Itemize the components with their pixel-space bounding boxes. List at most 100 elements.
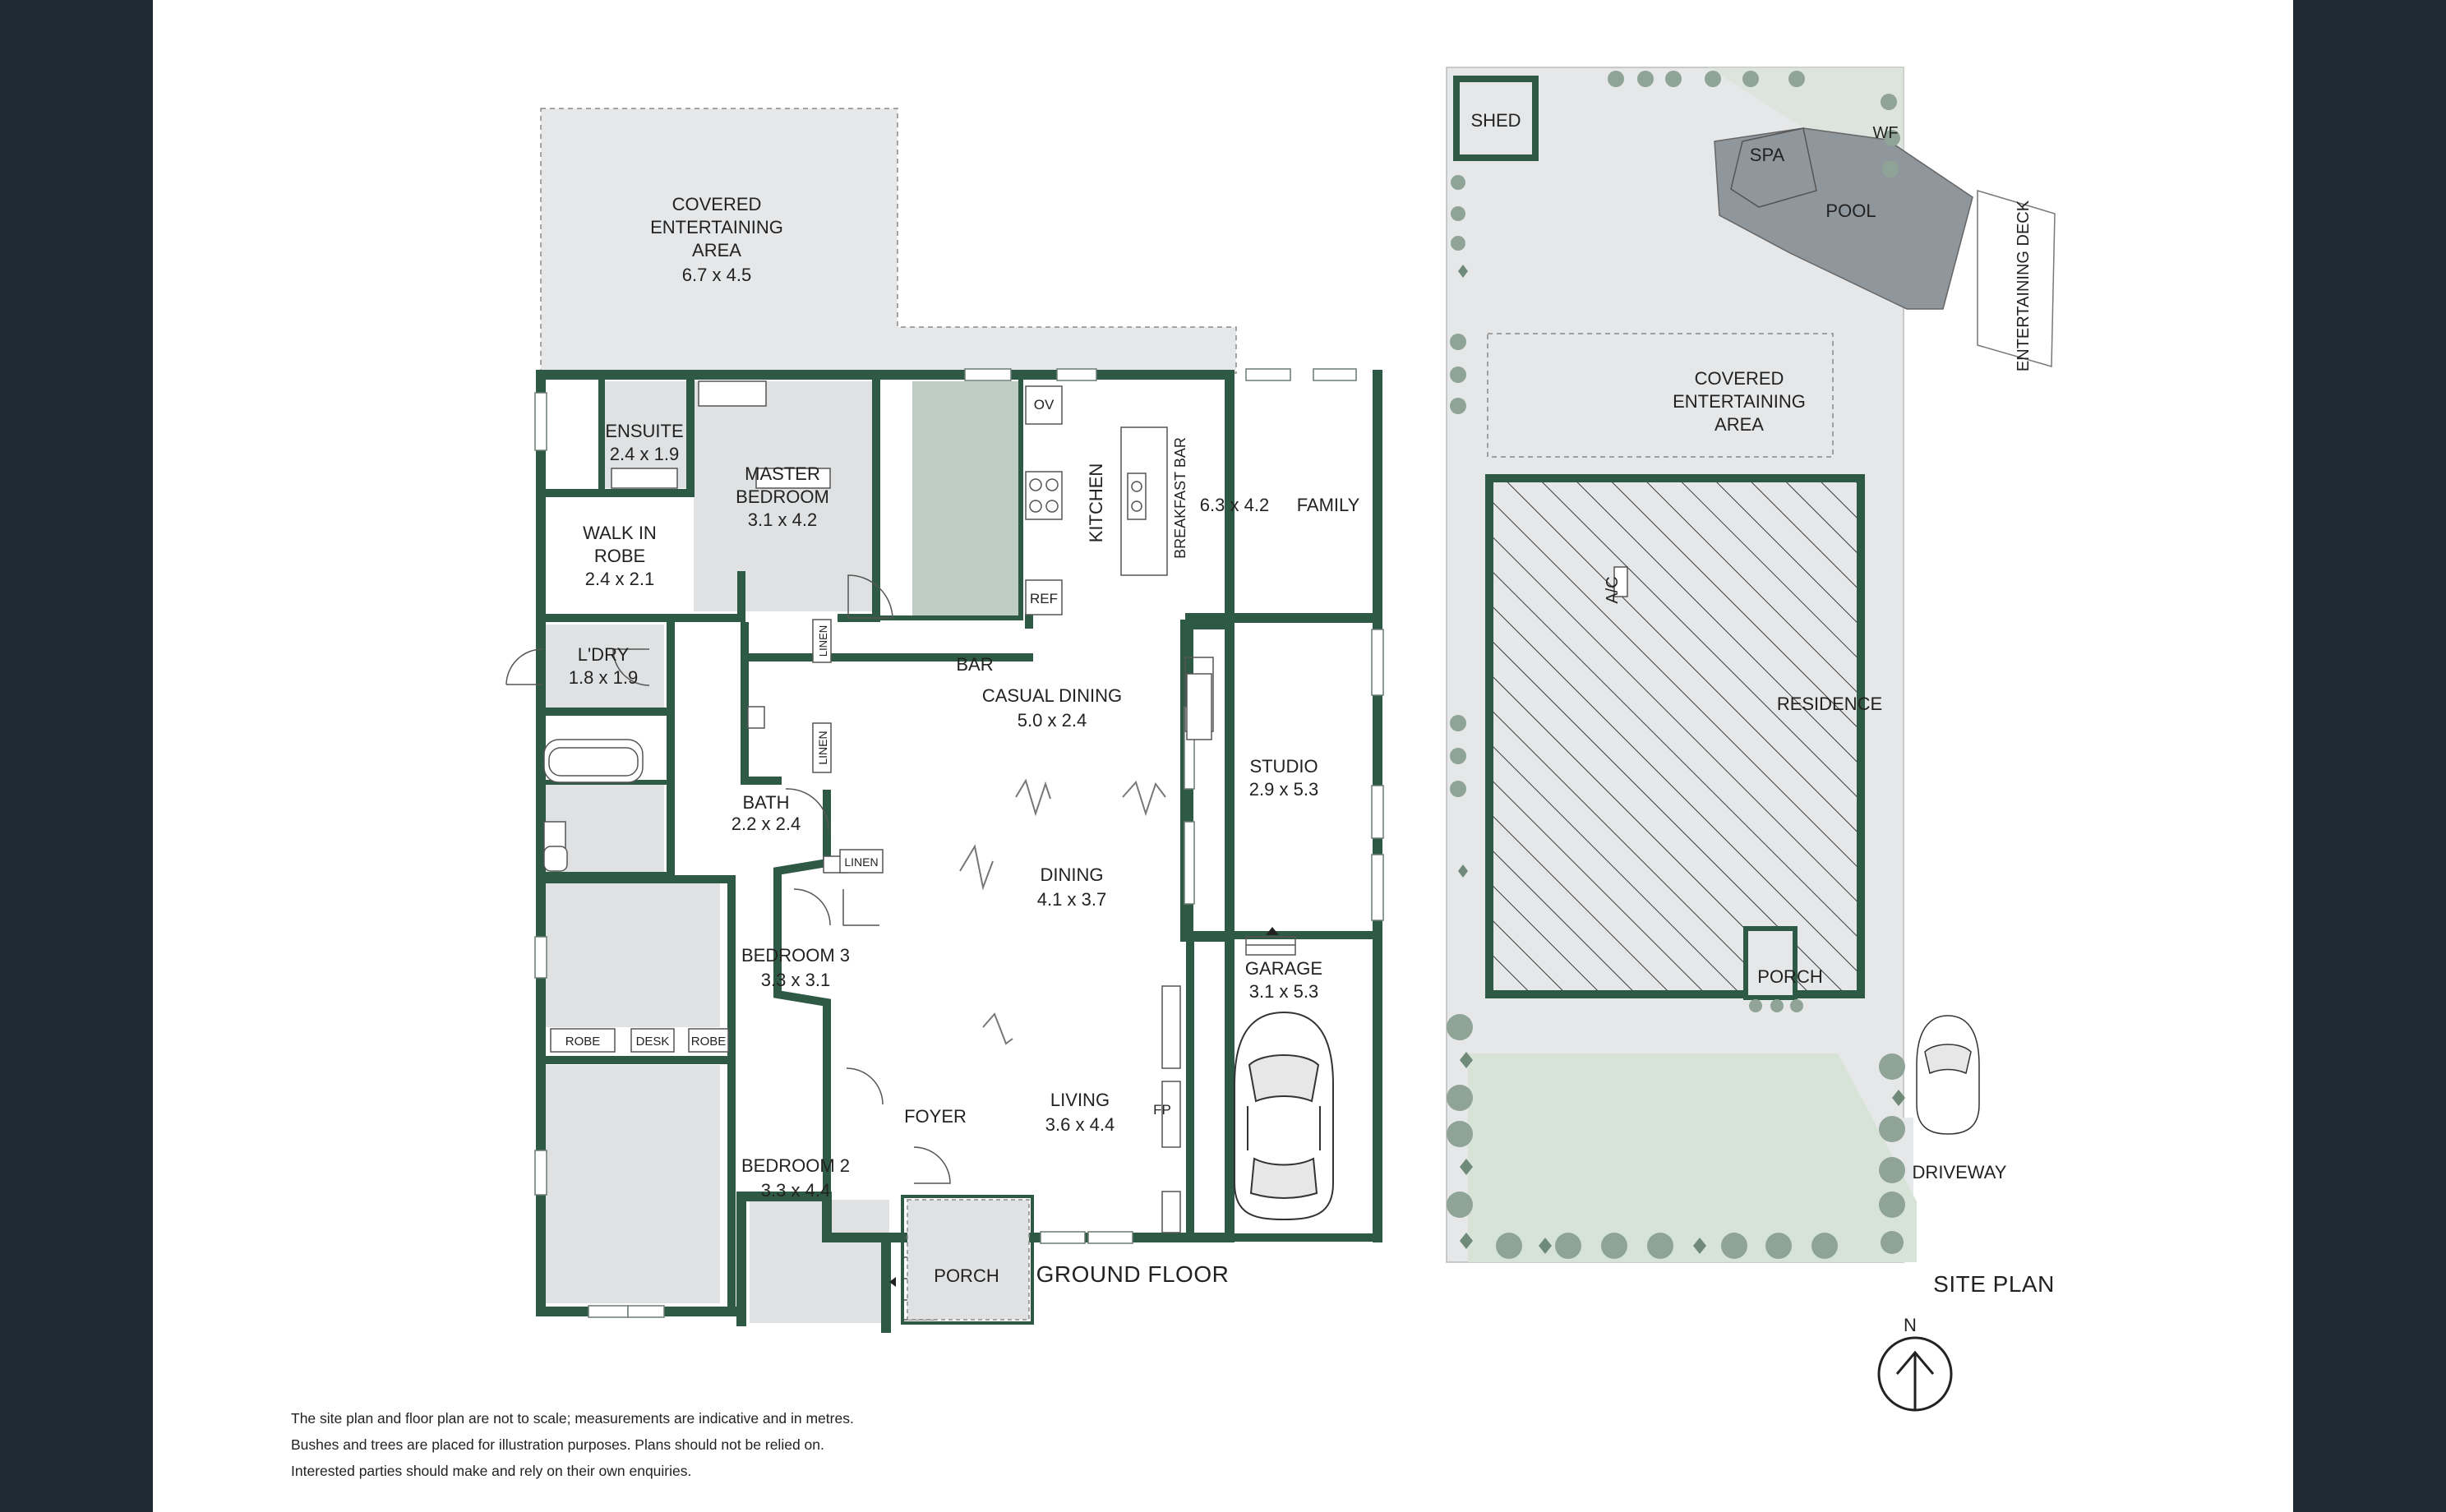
- kitchen-fill: [912, 381, 1021, 616]
- site-plan-title: SITE PLAN: [1933, 1271, 2055, 1297]
- linen-label-1: LINEN: [817, 625, 829, 657]
- oven-box: [1025, 385, 1063, 425]
- cooktop: [1025, 471, 1063, 520]
- bedroom-2-dims: 3.3 x 4.4: [761, 1180, 830, 1201]
- wf-label: WF: [1872, 124, 1898, 142]
- linen-label-3: LINEN: [844, 855, 878, 869]
- dining-label: DINING: [1041, 864, 1104, 885]
- bedroom-3-dims: 3.3 x 3.1: [761, 970, 830, 990]
- entertaining-deck: [1977, 189, 2056, 367]
- residence-porch: [1743, 926, 1798, 1000]
- ground-floor-title: GROUND FLOOR: [1036, 1261, 1230, 1287]
- residence-label: RESIDENCE: [1777, 694, 1882, 714]
- trees: [1447, 71, 1905, 1259]
- bedroom-3-built-ins: [550, 1028, 729, 1053]
- bushes: [1458, 265, 1905, 1254]
- living-dims: 3.6 x 4.4: [1045, 1114, 1115, 1135]
- plan-sheet: COVERED ENTERTAINING AREA 6.7 x 4.5 ENSU…: [153, 0, 2293, 1512]
- bathroom-fixtures: [543, 380, 847, 874]
- bedroom-2-label: BEDROOM 2: [741, 1155, 850, 1176]
- covered-area-label-3: AREA: [692, 240, 741, 260]
- studio-label: STUDIO: [1249, 756, 1318, 777]
- living-label: LIVING: [1050, 1090, 1110, 1110]
- oven-label: OV: [1034, 397, 1055, 413]
- front-lawn: [1468, 1053, 1917, 1262]
- family-label: FAMILY: [1297, 495, 1360, 515]
- ensuite-label: ENSUITE: [605, 421, 683, 441]
- kitchen-fixtures: [1025, 385, 1212, 740]
- driveway-label: DRIVEWAY: [1913, 1162, 2007, 1182]
- family-dims: 6.3 x 4.2: [1200, 495, 1269, 515]
- garage-dims: 3.1 x 5.3: [1249, 981, 1318, 1002]
- master-bedroom-label-1: MASTER: [745, 463, 820, 484]
- casual-dining-dims: 5.0 x 2.4: [1018, 710, 1087, 731]
- spa-label: SPA: [1750, 145, 1785, 165]
- porch-fill: [750, 1200, 889, 1323]
- dining-dims: 4.1 x 3.7: [1037, 889, 1106, 910]
- room-fills: [542, 381, 1021, 1323]
- bedroom-2-fill: [542, 1065, 720, 1303]
- laundry-fill: [542, 625, 664, 712]
- site-porch-label: PORCH: [1757, 966, 1822, 987]
- linen-cupboards: [812, 619, 884, 874]
- floor-plan-labels: COVERED ENTERTAINING AREA 6.7 x 4.5 ENSU…: [569, 194, 1360, 1286]
- shed-label: SHED: [1470, 110, 1521, 131]
- linen-label-2: LINEN: [816, 731, 829, 764]
- master-bedroom-fill: [694, 381, 873, 611]
- entertaining-deck-label: ENTERTAINING DECK: [2014, 200, 2033, 371]
- ac-label: A/C: [1604, 576, 1622, 603]
- pool-label: POOL: [1825, 201, 1876, 221]
- fridge-label: REF: [1030, 591, 1058, 606]
- garage-car-icon: [1234, 1011, 1334, 1221]
- kitchen-island: [1120, 426, 1168, 576]
- living-fixtures: [1161, 985, 1181, 1233]
- north-arrow-icon: [1877, 1336, 1953, 1412]
- laundry-dims: 1.8 x 1.9: [569, 667, 638, 688]
- bedroom-3-fill: [542, 881, 720, 1027]
- breakfast-bar-label: BREAKFAST BAR: [1172, 437, 1188, 559]
- bath-dims: 2.2 x 2.4: [731, 814, 801, 834]
- robe-label-2: ROBE: [691, 1035, 727, 1049]
- windows: [534, 368, 1384, 1318]
- master-bedroom-label-2: BEDROOM: [736, 486, 829, 507]
- studio-dims: 2.9 x 5.3: [1249, 779, 1318, 800]
- site-plan: SHED SPA WF POOL ENTERTAINING DECK COVER…: [1446, 67, 2056, 1412]
- garage-label: GARAGE: [1245, 958, 1322, 979]
- sink: [1127, 472, 1147, 520]
- desk-label: DESK: [636, 1035, 670, 1049]
- ground-floor-plan: COVERED ENTERTAINING AREA 6.7 x 4.5 ENSU…: [505, 108, 1384, 1333]
- porch-outline: [901, 1195, 1034, 1325]
- laundry-label: L'DRY: [578, 644, 630, 665]
- site-covered-label-1: COVERED: [1695, 368, 1784, 389]
- ac-unit: [1613, 566, 1628, 597]
- site-covered-label-3: AREA: [1715, 414, 1764, 435]
- robe-label-1: ROBE: [565, 1035, 601, 1049]
- bath-label: BATH: [742, 792, 789, 813]
- covered-entertaining-area: [540, 108, 1237, 374]
- fixture-labels: OV REF FP LINEN LINEN LINEN ROBE DESK RO…: [565, 397, 1171, 1118]
- disclaimer-line-1: The site plan and floor plan are not to …: [291, 1410, 854, 1427]
- covered-area-outline: [1487, 333, 1834, 458]
- spa: [1730, 127, 1817, 208]
- floor-and-site-plan: COVERED ENTERTAINING AREA 6.7 x 4.5 ENSU…: [505, 67, 2056, 1412]
- residence: [1485, 474, 1865, 998]
- walk-in-robe-label-1: WALK IN: [583, 523, 657, 543]
- fridge-box: [1025, 579, 1063, 615]
- back-lawn: [1468, 67, 1904, 191]
- casual-dining-label: CASUAL DINING: [982, 685, 1122, 706]
- north-label: N: [1904, 1315, 1917, 1335]
- disclaimer-line-2: Bushes and trees are placed for illustra…: [291, 1436, 824, 1453]
- walk-in-robe-dims: 2.4 x 2.1: [585, 569, 654, 589]
- shed: [1453, 76, 1539, 161]
- master-bedroom-dims: 3.1 x 4.2: [748, 509, 817, 530]
- walk-in-robe-label-2: ROBE: [594, 546, 645, 566]
- ensuite-dims: 2.4 x 1.9: [610, 444, 679, 464]
- bedroom-3-label: BEDROOM 3: [741, 945, 850, 966]
- fireplace-label: FP: [1153, 1102, 1171, 1118]
- disclaimer: The site plan and floor plan are not to …: [291, 1405, 1031, 1484]
- disclaimer-line-3: Interested parties should make and rely …: [291, 1463, 692, 1479]
- site-covered-label-2: ENTERTAINING: [1673, 391, 1806, 412]
- covered-area-label-1: COVERED: [672, 194, 762, 214]
- foyer-label: FOYER: [904, 1106, 967, 1127]
- site-car-icon: [1916, 1015, 1980, 1135]
